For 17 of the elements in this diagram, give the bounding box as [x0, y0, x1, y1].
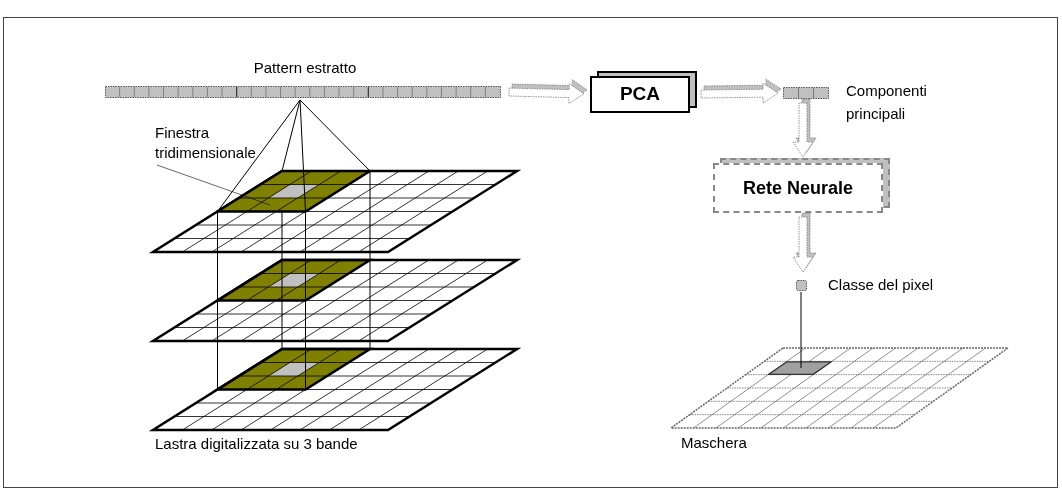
block-arrow — [792, 98, 817, 158]
class-caption: Classe del pixel — [828, 276, 934, 294]
callout-label: Finestra tridimensionale — [155, 123, 280, 165]
leader-line — [156, 164, 271, 206]
process-box: PCA — [590, 76, 690, 113]
vector-title: Pattern estratto — [252, 58, 358, 78]
connector-line — [800, 291, 802, 369]
block-arrow — [700, 78, 782, 104]
block-arrow — [508, 79, 588, 104]
block-arrow — [792, 212, 817, 273]
mask-caption: Maschera — [681, 433, 747, 453]
vector-caption: Componenti principali — [846, 81, 928, 124]
pixel-cell — [768, 361, 832, 375]
projection-lines — [217, 99, 371, 212]
layers-caption: Lastra digitalizzata su 3 bande — [155, 434, 358, 454]
window-patch — [216, 170, 372, 213]
process-box: Rete Neurale — [713, 163, 883, 213]
